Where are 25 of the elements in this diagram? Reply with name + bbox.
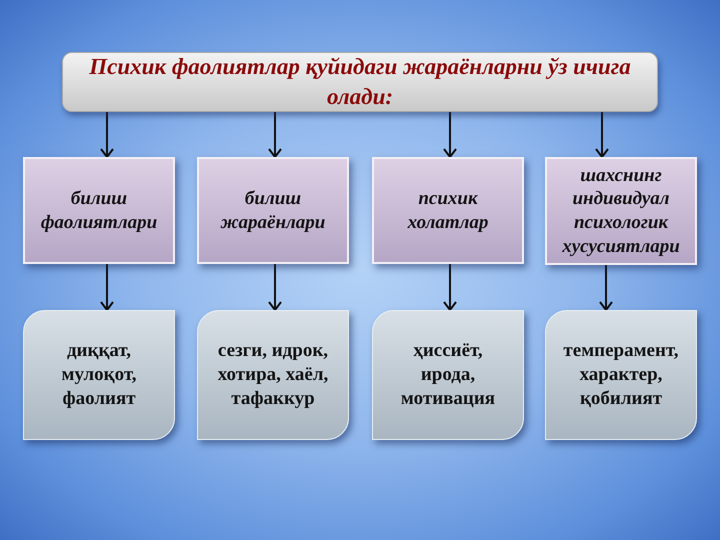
arrow <box>443 264 457 311</box>
category-box <box>197 157 349 264</box>
box-text: ҳиссиёт, ирода, мотивация <box>400 339 496 411</box>
box-text: темперамент, характер, қобилият <box>562 339 680 411</box>
example-box <box>197 310 349 440</box>
category-box <box>23 157 175 264</box>
box-text: сезги, идрок, хотира, хаёл, тафаккур <box>216 339 330 411</box>
box-text: билиш фаолиятлари <box>40 186 158 234</box>
box-text: шахснинг индивидуал психологик хусусиятлари <box>561 164 681 258</box>
example-box <box>372 310 524 440</box>
box-text: билиш жараёнлари <box>220 186 326 234</box>
example-box <box>545 310 697 440</box>
box-text: психик холатлар <box>406 186 490 234</box>
arrow <box>268 112 282 158</box>
example-box <box>23 310 175 440</box>
arrow <box>599 265 613 311</box>
arrow <box>100 264 114 311</box>
category-box <box>372 157 524 264</box>
heading-text: Психик фаолиятлар қуйидаги жараёнларни ўз ичига олади: <box>88 53 632 111</box>
arrow <box>443 112 457 158</box>
arrow <box>595 112 609 158</box>
category-box <box>545 157 697 265</box>
box-text: диққат, мулоқот, фаолият <box>60 339 138 411</box>
arrow <box>100 112 114 158</box>
arrow <box>268 264 282 311</box>
